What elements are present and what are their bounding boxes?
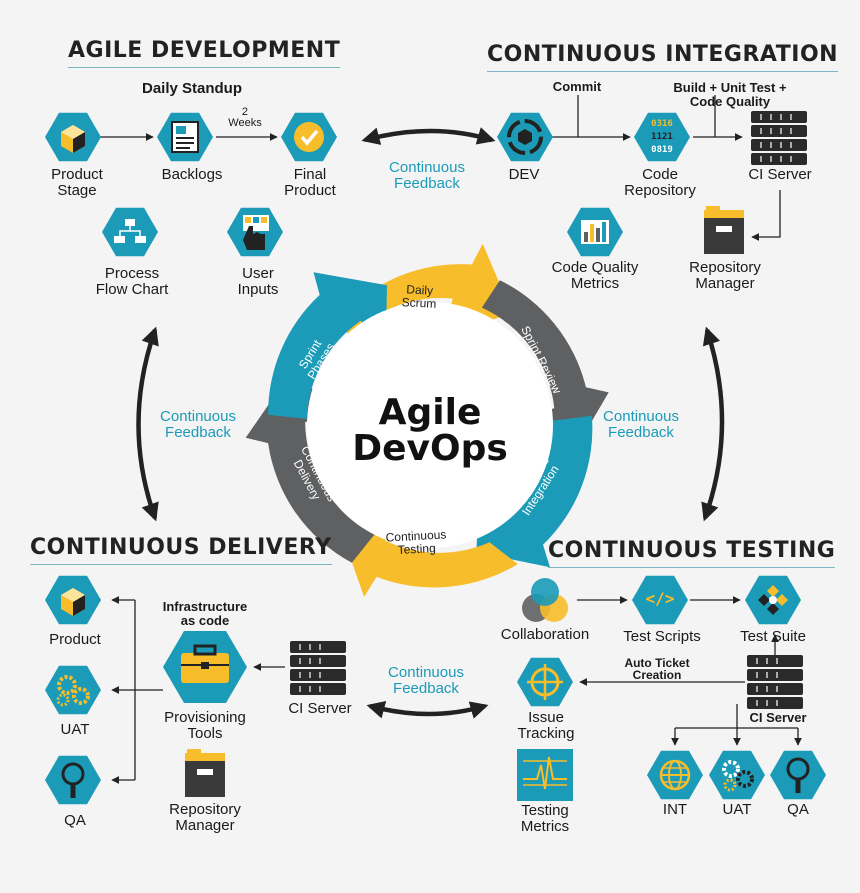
feedback-top-label: Continuous Feedback — [389, 159, 465, 192]
ci-server-top-icon — [751, 111, 807, 165]
section-title-ci: CONTINUOUS INTEGRATION — [487, 42, 839, 72]
commit-label: Commit — [552, 79, 602, 94]
dev-icon — [497, 112, 553, 162]
section-title-agile: AGILE DEVELOPMENT — [68, 38, 341, 68]
cd-repository-manager-icon — [185, 749, 225, 797]
dev-label: DEV — [508, 166, 540, 183]
code-repository-icon — [634, 112, 690, 162]
code-repo-line-2: 1121 — [651, 132, 673, 142]
build-unit-test-label: Build + Unit Test + Code Quality — [673, 80, 787, 109]
cycle-continuous-testing: Continuous Testing — [385, 527, 447, 557]
cycle-daily-scrum: Daily Scrum — [401, 282, 437, 311]
test-suite-label: Test Suite — [740, 628, 806, 645]
section-title-ct: CONTINUOUS TESTING — [548, 538, 836, 568]
ci-connectors — [551, 95, 781, 241]
cd-qa-label: QA — [64, 812, 86, 829]
ct-connectors — [577, 596, 802, 746]
cd-product-icon — [45, 575, 101, 625]
user-inputs-icon — [227, 207, 283, 257]
cd-repository-manager-label: Repository Manager — [169, 801, 241, 834]
cd-connectors — [111, 596, 285, 784]
ct-ci-server-icon — [747, 655, 803, 709]
cd-uat-gears-icon — [45, 665, 101, 715]
ct-qa-label: QA — [787, 801, 809, 818]
backlogs-icon — [157, 112, 213, 162]
int-globe-icon — [647, 750, 703, 800]
ct-ci-server-label: CI Server — [749, 710, 807, 725]
infrastructure-as-code-label: Infrastructure as code — [162, 599, 248, 628]
code-quality-metrics-icon — [567, 207, 623, 257]
feedback-left-label: Continuous Feedback — [160, 408, 236, 441]
auto-ticket-creation-label: Auto Ticket Creation — [624, 656, 690, 682]
test-scripts-label: Test Scripts — [623, 628, 701, 645]
test-scripts-icon — [632, 575, 688, 625]
ci-server-top-label: CI Server — [748, 166, 812, 183]
feedback-bottom-label: Continuous Feedback — [388, 664, 464, 697]
backlogs-label: Backlogs — [161, 166, 223, 183]
ct-uat-label: UAT — [722, 801, 752, 818]
feedback-arrows — [136, 127, 725, 719]
section-title-cd: CONTINUOUS DELIVERY — [30, 535, 332, 565]
issue-tracking-label: Issue Tracking — [517, 709, 575, 742]
code-glyph: </> — [645, 589, 675, 608]
repository-manager-top-label: Repository Manager — [689, 259, 761, 292]
collaboration-label: Collaboration — [500, 626, 590, 643]
daily-standup-label: Daily Standup — [141, 80, 243, 97]
testing-metrics-icon — [517, 749, 573, 801]
provisioning-tools-label: Provisioning Tools — [164, 709, 246, 742]
issue-tracking-icon — [517, 657, 573, 707]
ct-uat-gears-icon — [709, 750, 765, 800]
code-repo-line-1: 0316 — [651, 119, 673, 129]
process-flow-chart-label: Process Flow Chart — [95, 265, 169, 298]
code-repository-label: Code Repository — [624, 166, 696, 199]
center-title: Agile DevOps — [352, 392, 508, 469]
final-product-icon — [281, 112, 337, 162]
collaboration-icon — [522, 578, 568, 622]
cd-qa-magnifier-icon — [45, 755, 101, 805]
process-flow-chart-icon — [102, 207, 158, 257]
repository-manager-top-icon — [704, 206, 744, 254]
two-weeks-label: 2 Weeks — [228, 106, 262, 129]
final-product-label: Final Product — [284, 166, 336, 199]
test-suite-icon — [745, 575, 801, 625]
provisioning-tools-icon — [163, 631, 247, 703]
product-stage-icon — [45, 112, 101, 162]
cd-uat-label: UAT — [60, 721, 90, 738]
code-quality-metrics-label: Code Quality Metrics — [551, 259, 639, 292]
ct-qa-magnifier-icon — [770, 750, 826, 800]
code-repo-line-3: 0819 — [651, 145, 673, 155]
user-inputs-label: User Inputs — [237, 265, 279, 298]
devops-cycle — [245, 243, 609, 597]
product-stage-label: Product Stage — [51, 166, 103, 199]
int-label: INT — [662, 801, 688, 818]
testing-metrics-label: Testing Metrics — [520, 802, 570, 835]
cd-ci-server-icon — [290, 641, 346, 695]
cd-ci-server-label: CI Server — [288, 700, 352, 717]
cd-product-label: Product — [49, 631, 101, 648]
feedback-right-label: Continuous Feedback — [603, 408, 679, 441]
